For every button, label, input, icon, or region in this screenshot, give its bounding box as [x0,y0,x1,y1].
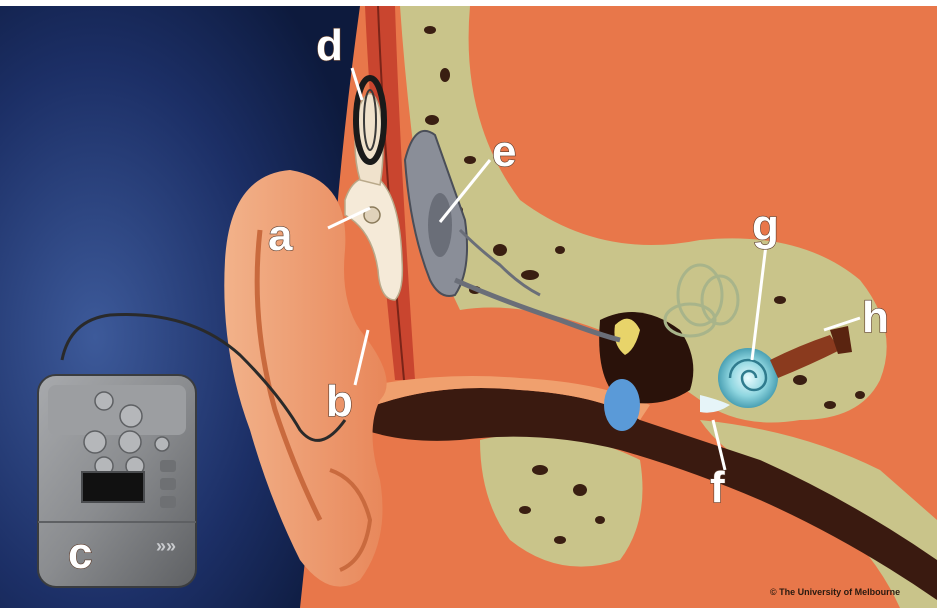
button-center-icon [119,431,141,453]
chevrons-icon: »» [156,536,176,556]
button-top-left-icon [95,392,113,410]
speech-processor-box: »» [38,375,196,587]
top-border [0,0,937,6]
label-d: d [316,21,343,70]
label-g: g [752,201,779,250]
label-c: c [68,529,92,578]
cochlea [718,348,778,408]
label-f: f [710,463,725,512]
button-right-icon [155,437,169,451]
label-e: e [492,127,516,176]
label-h: h [862,293,889,342]
copyright-notice: © The University of Melbourne [770,587,900,597]
processor-display [82,472,144,502]
button-left-icon [84,431,106,453]
eardrum [604,379,640,431]
label-a: a [268,211,293,260]
button-top-icon [120,405,142,427]
label-b: b [326,377,353,426]
